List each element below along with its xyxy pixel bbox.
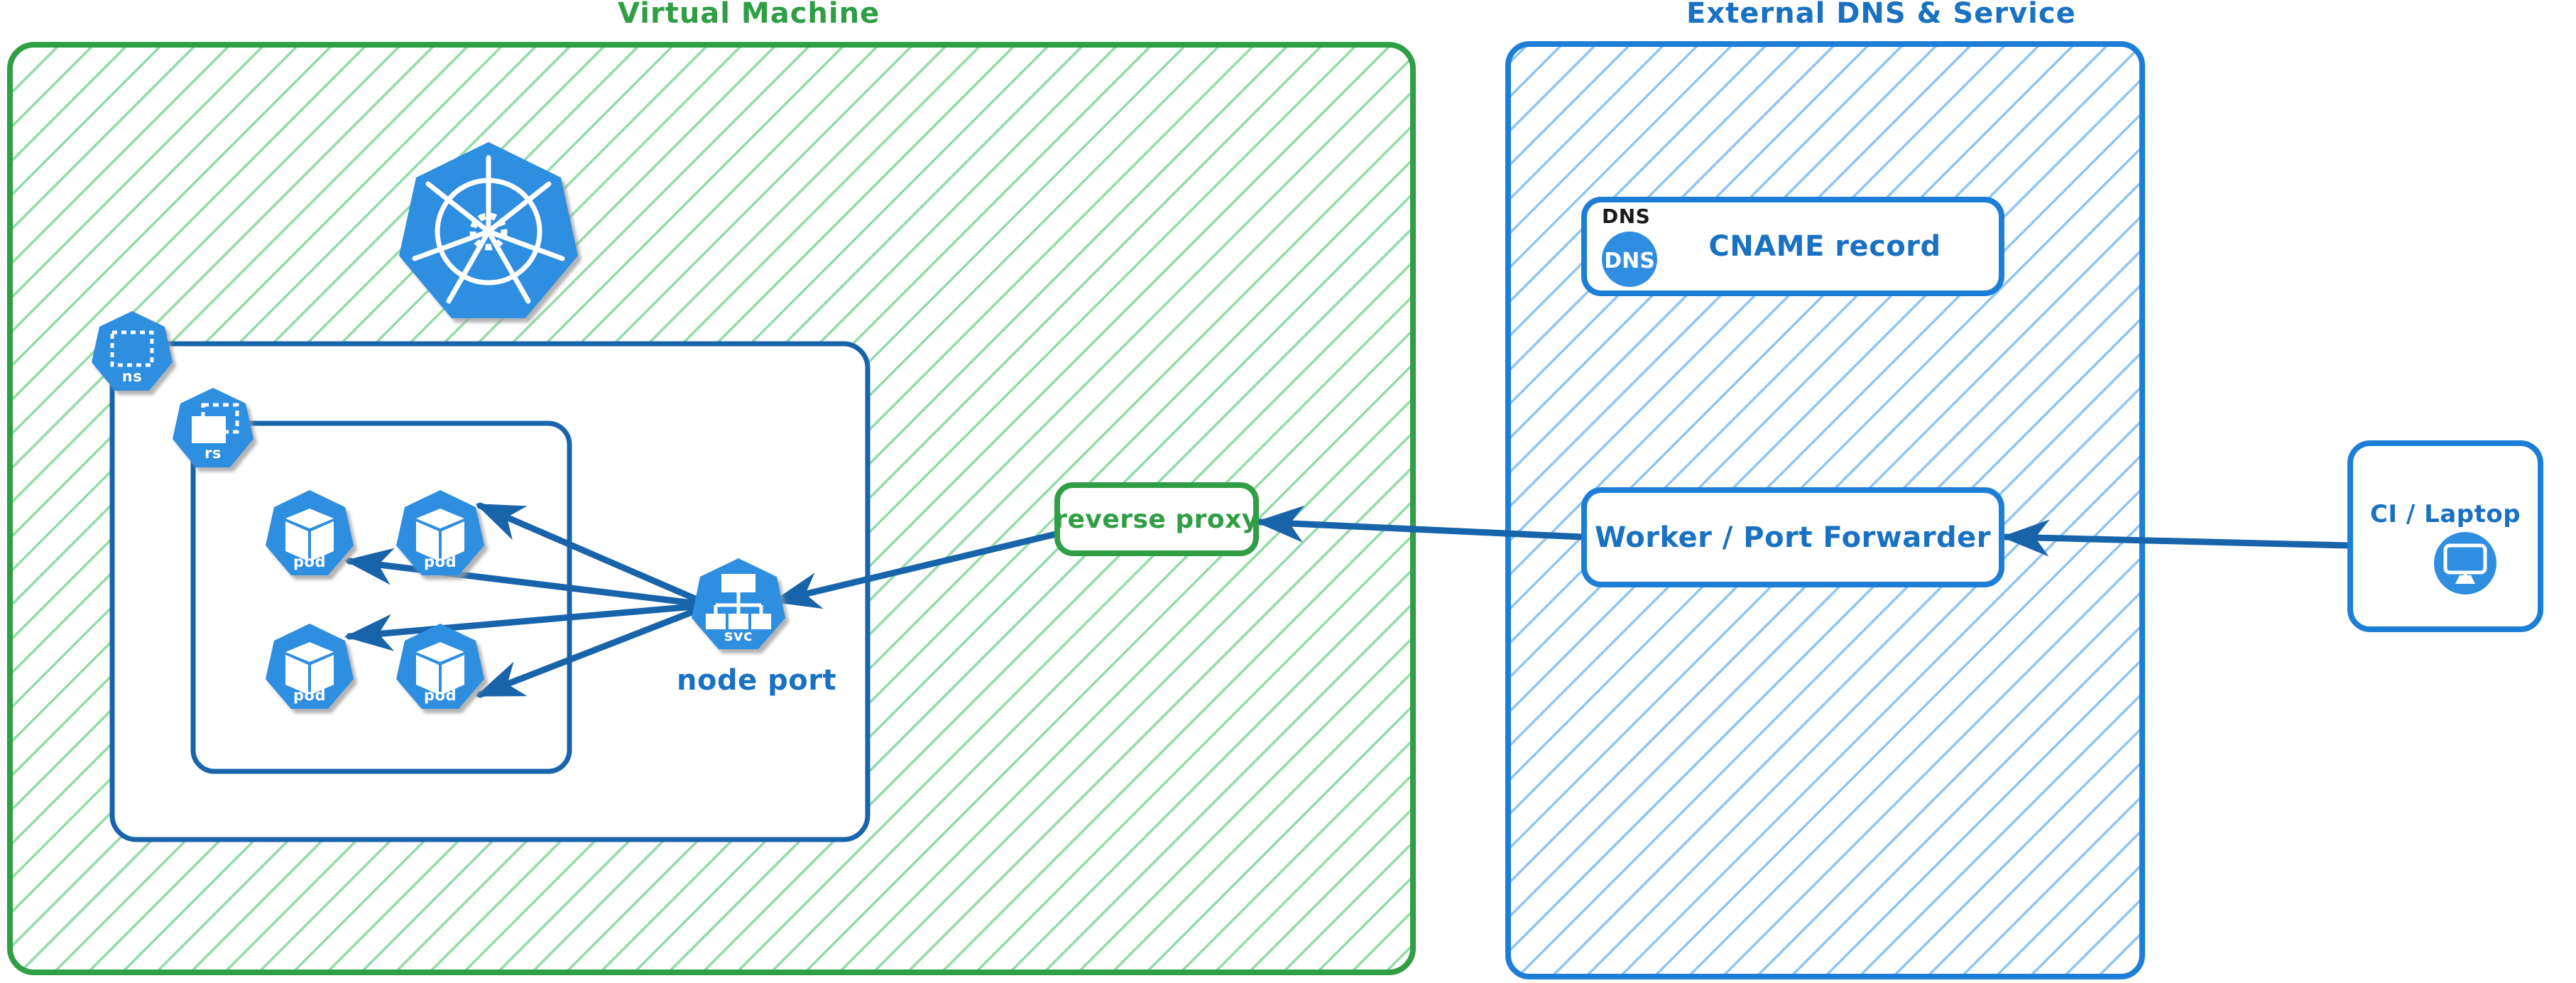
- svg-text:pod: pod: [293, 553, 326, 570]
- worker-port-forwarder-label: Worker / Port Forwarder: [1595, 521, 1991, 554]
- cube-icon: [416, 509, 464, 561]
- arrow-worker-to-reverse-proxy: [1255, 505, 1586, 543]
- reverse-proxy-label: reverse proxy: [1054, 504, 1259, 534]
- namespace-badge: ns: [92, 311, 173, 391]
- pod-node-2: pod: [396, 490, 484, 575]
- cube-icon: [416, 642, 464, 695]
- svg-text:pod: pod: [424, 553, 457, 570]
- dns-card-label: CNAME record: [1708, 230, 1941, 263]
- svg-text:svc: svc: [724, 627, 753, 644]
- svg-text:rs: rs: [204, 445, 222, 462]
- replicaset-badge: rs: [173, 388, 253, 467]
- desktop-monitor-icon: [2434, 532, 2496, 594]
- dashed-square-icon: [110, 330, 154, 367]
- svg-text:pod: pod: [293, 687, 326, 704]
- connection-arrows: [344, 502, 2352, 698]
- arrow-ci-laptop-to-worker: [2000, 519, 2352, 557]
- panel-title-virtual-machine: Virtual Machine: [618, 0, 880, 30]
- panel-title-external-dns-service: External DNS & Service: [1686, 0, 2076, 30]
- worker-port-forwarder-box[interactable]: [1581, 487, 2004, 587]
- panel-vm-border: [7, 42, 1416, 975]
- dns-card-tag: DNS: [1602, 205, 1651, 228]
- ci-laptop-box[interactable]: [2347, 440, 2543, 632]
- dns-badge-icon: DNS: [1602, 232, 1657, 287]
- pod-node-1: pod: [266, 490, 354, 575]
- pod-node-4: pod: [396, 624, 484, 709]
- arrow-svc-to-pod-3: [344, 602, 714, 651]
- arrow-reverse-proxy-to-svc: [771, 531, 1059, 609]
- svg-text:pod: pod: [424, 687, 457, 704]
- arrow-svc-to-pod-2: [475, 502, 714, 609]
- kubernetes-logo: [399, 142, 578, 318]
- panel-external-border: [1505, 41, 2145, 979]
- cube-icon: [285, 642, 334, 695]
- dns-card-box[interactable]: [1581, 197, 2004, 296]
- reverse-proxy-box[interactable]: [1054, 482, 1259, 556]
- stacked-rectangles-icon: [192, 403, 239, 443]
- svg-text:DNS: DNS: [1604, 249, 1655, 273]
- svg-text:ns: ns: [122, 368, 142, 385]
- ci-laptop-label: CI / Laptop: [2369, 500, 2521, 528]
- hierarchy-icon: [706, 574, 771, 629]
- cube-icon: [285, 509, 334, 561]
- arrow-svc-to-pod-1: [344, 548, 714, 609]
- pod-node-3: pod: [266, 624, 354, 709]
- replicaset-container-box: [190, 420, 572, 774]
- arrow-svc-to-pod-4: [475, 602, 714, 698]
- service-node: svc: [692, 558, 785, 649]
- node-port-caption: node port: [677, 664, 837, 697]
